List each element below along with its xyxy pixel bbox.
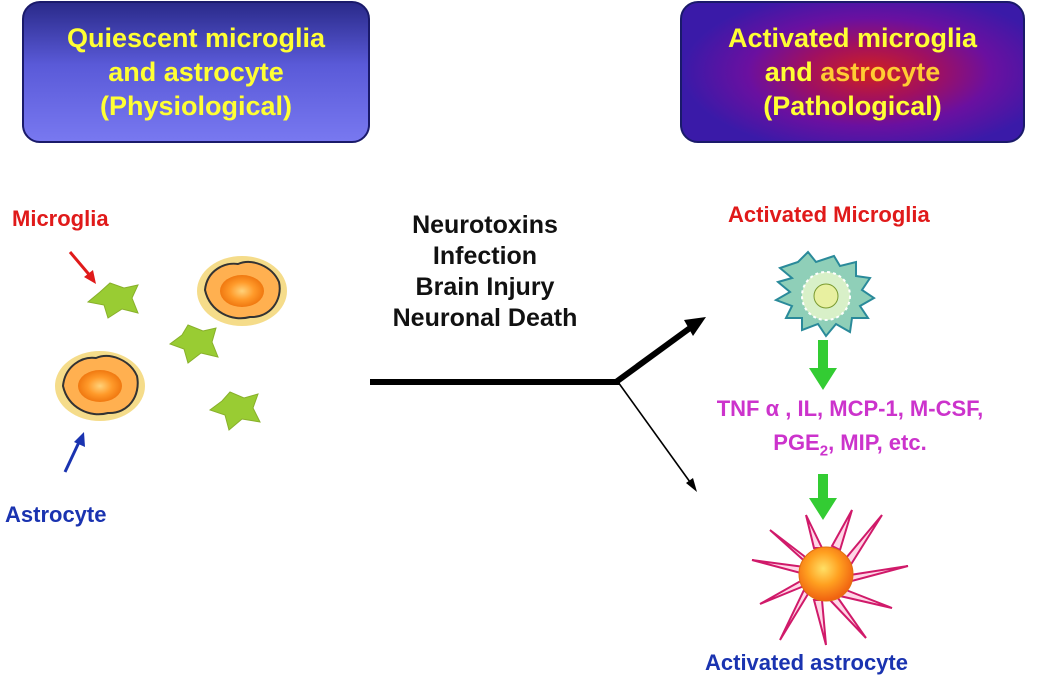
stimulus-item: Infection [432,242,538,270]
activated-microglia-cell [773,250,876,338]
activated-header-line3: (Pathological) [763,91,942,121]
quiescent-microglia-cell-2 [168,324,219,364]
green-down-arrow-1 [809,340,837,390]
stimulus-item: Brain Injury [415,273,555,301]
activated-header-line2-b: astrocyte [820,57,941,87]
cytokine-line2: PGE2, MIP, etc. [650,426,1050,468]
quiescent-microglia-cell-3 [208,391,261,431]
stimuli-list: Neurotoxins Infection Brain Injury Neuro… [330,210,640,334]
activated-header-line1: Activated microglia [727,23,978,53]
quiescent-header-line3: (Physiological) [99,91,293,121]
microglia-label: Microglia [12,206,109,231]
quiescent-header-line1: Quiescent microglia [66,23,326,53]
activated-header-box: Activated microglia and astrocyte (Patho… [680,1,1025,143]
activated-header-line2-a: and [764,57,821,87]
cytokine-pge: PGE [773,430,820,455]
cytokine-list: TNF α , IL, MCP-1, M-CSF, PGE2, MIP, etc… [650,392,1050,468]
activation-arrow [370,317,706,492]
astrocyte-pointer-arrow [63,432,85,473]
cytokine-line1: TNF α , IL, MCP-1, M-CSF, [716,396,984,421]
green-down-arrow-2 [809,474,837,520]
activated-astrocyte-label: Activated astrocyte [705,650,908,675]
quiescent-astrocyte-cell-2 [55,351,145,421]
stimulus-item: Neurotoxins [412,211,558,239]
activated-header-line2: and astrocyte [765,55,941,89]
cytokine-pge-subscript: 2 [819,442,829,460]
quiescent-astrocyte-cell-1 [197,256,287,326]
quiescent-microglia-cell-1 [86,282,139,319]
quiescent-header-box: Quiescent microglia and astrocyte (Physi… [22,1,370,143]
cytokine-rest: , MIP, etc. [828,430,927,455]
stimulus-item: Neuronal Death [392,304,578,332]
activated-microglia-label: Activated Microglia [728,202,930,227]
astrocyte-label: Astrocyte [5,502,107,527]
quiescent-header-line2: and astrocyte [108,57,284,87]
microglia-pointer-arrow [68,251,96,284]
activated-astrocyte-cell [751,509,909,646]
